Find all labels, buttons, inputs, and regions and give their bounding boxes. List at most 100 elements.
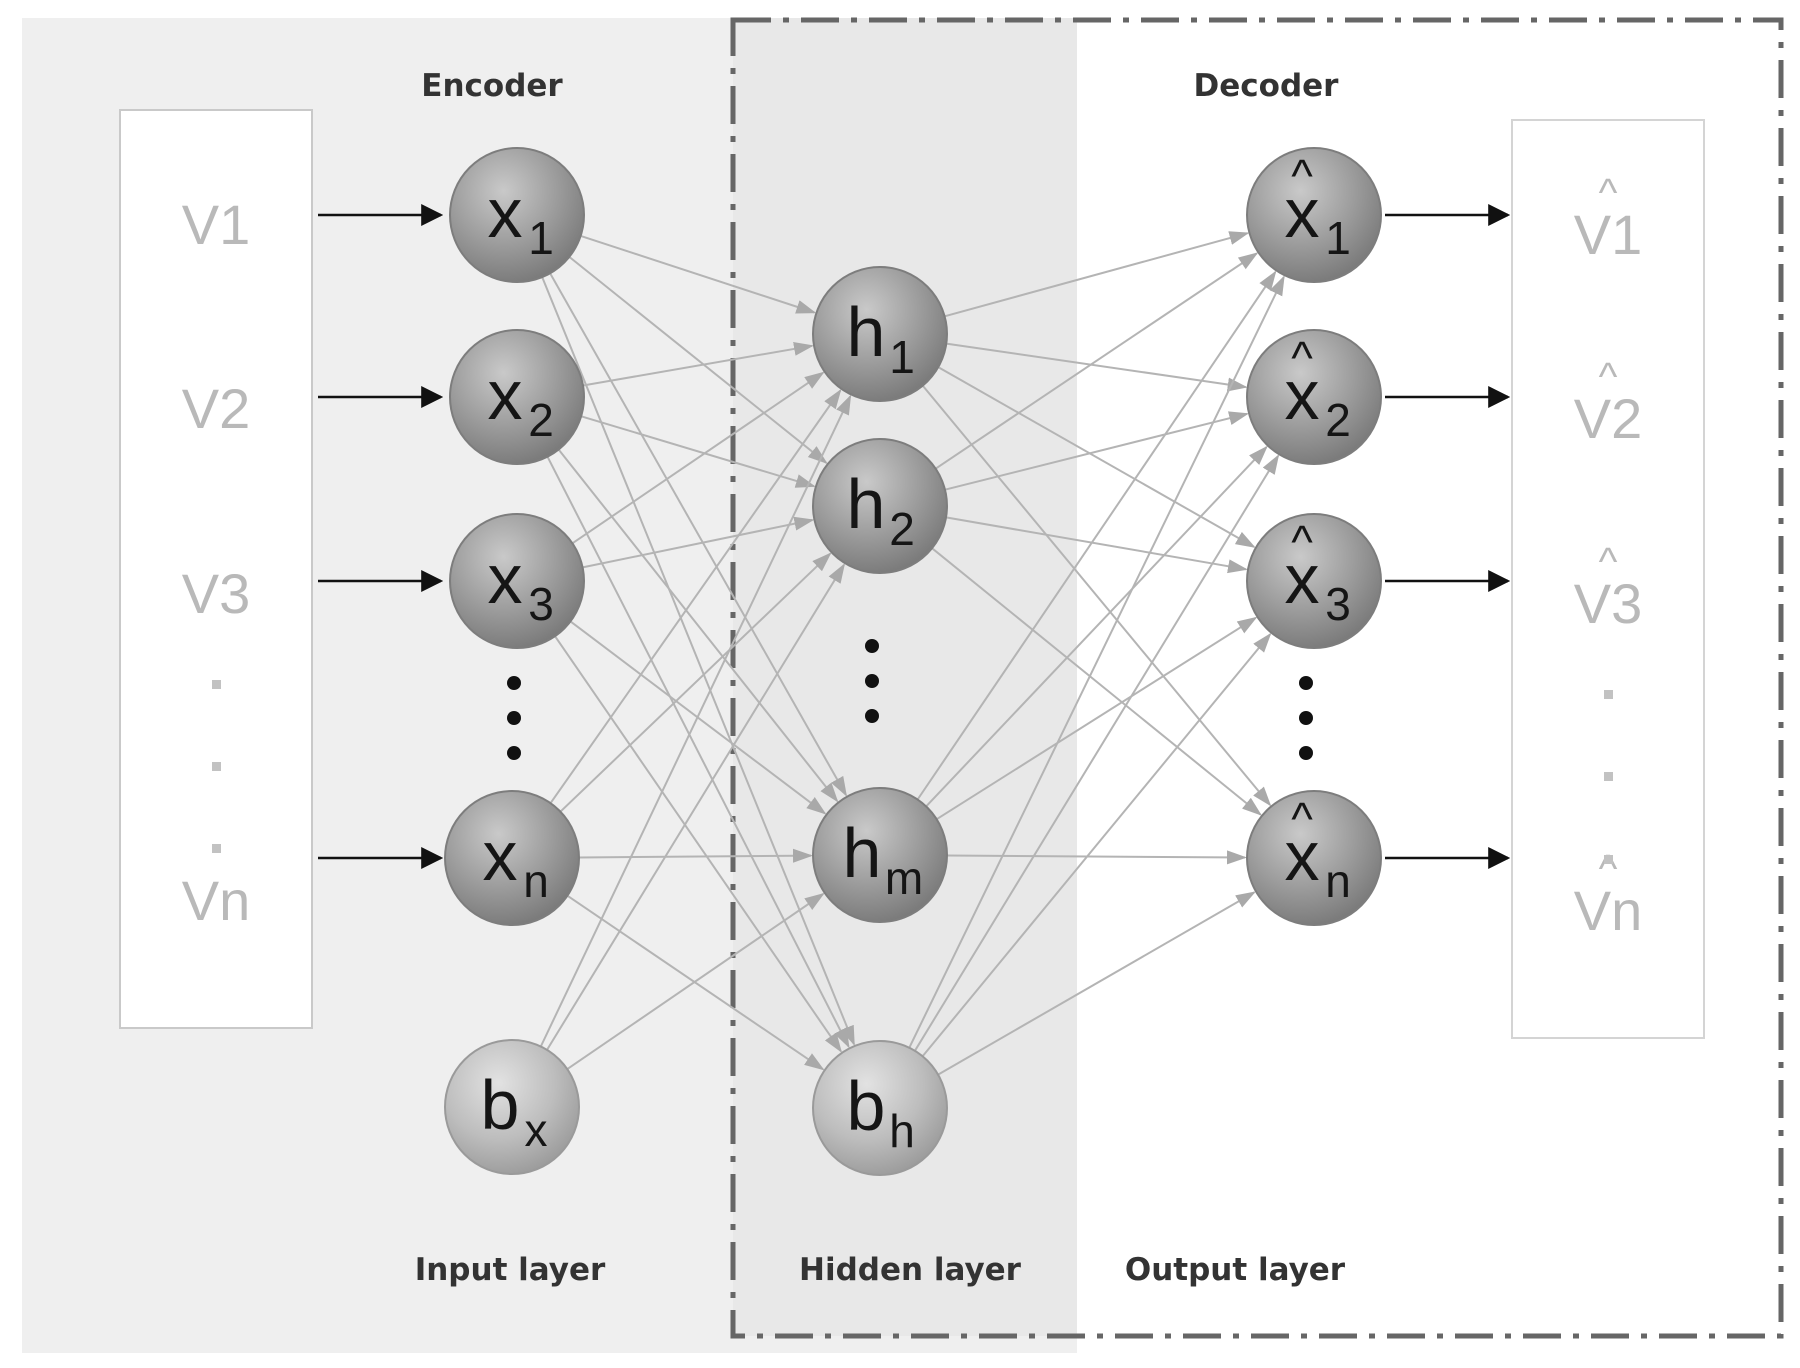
decoder-connection <box>935 252 1259 470</box>
hidden-layer-label: Hidden layer <box>799 1252 1022 1288</box>
svg-text:2: 2 <box>1325 394 1351 446</box>
svg-text:h: h <box>847 293 886 371</box>
decoder-connection <box>944 231 1250 318</box>
output-arrows <box>1385 204 1511 869</box>
decoder-connection <box>908 275 1285 1049</box>
svg-text:n: n <box>523 855 549 907</box>
input-var-ellipsis <box>212 680 221 853</box>
svg-text:V2: V2 <box>1574 387 1643 450</box>
svg-text:^: ^ <box>1291 150 1313 202</box>
encoder-connection <box>566 892 825 1070</box>
svg-text:b: b <box>847 1067 886 1145</box>
svg-text:n: n <box>1325 855 1351 907</box>
decoder-label: Decoder <box>1194 68 1340 104</box>
hidden-node-h1: h 1 <box>812 266 948 402</box>
decoder-connection <box>945 516 1248 574</box>
output-variables-box <box>1511 119 1705 1039</box>
encoder-connection <box>582 516 815 569</box>
encoder-connection <box>554 635 843 1053</box>
output-node-x2-hat: ^ x 2 <box>1246 329 1382 465</box>
svg-text:^: ^ <box>1599 355 1618 399</box>
input-node-x2: x 2 <box>449 329 585 465</box>
decoder-connection <box>921 632 1272 1057</box>
output-var-v2: ^ V2 <box>1574 355 1643 450</box>
decoder-connection <box>946 342 1248 392</box>
svg-text:x: x <box>488 356 523 434</box>
encoder-connection <box>578 848 813 863</box>
output-node-xn-hat: ^ x n <box>1246 790 1382 926</box>
svg-text:1: 1 <box>1325 212 1351 264</box>
svg-text:h: h <box>843 814 882 892</box>
input-variables-box <box>119 109 313 1029</box>
encoder-connection <box>568 256 828 465</box>
encoder-connection <box>539 394 852 1047</box>
svg-text:3: 3 <box>1325 578 1351 630</box>
svg-text:^: ^ <box>1291 793 1313 845</box>
input-var-v2: V2 <box>182 377 251 440</box>
svg-text:^: ^ <box>1291 516 1313 568</box>
output-node-x3-hat: ^ x 3 <box>1246 513 1382 649</box>
input-layer-label: Input layer <box>415 1252 606 1288</box>
input-node-x3: x 3 <box>449 513 585 649</box>
encoder-label: Encoder <box>421 68 563 104</box>
decoder-outline <box>730 17 1784 1339</box>
decoder-connection <box>916 270 1277 801</box>
output-node-x1-hat: ^ x 1 <box>1246 147 1382 283</box>
svg-text:h: h <box>847 465 886 543</box>
encoder-connection <box>546 563 846 1051</box>
encoder-connection <box>582 341 814 387</box>
svg-text:1: 1 <box>528 212 554 264</box>
encoder-connection <box>549 272 847 797</box>
output-var-v1: ^ V1 <box>1574 171 1643 266</box>
decoder-connection <box>921 384 1272 807</box>
svg-text:x: x <box>1285 817 1320 895</box>
svg-text:x: x <box>1285 356 1320 434</box>
decoder-connection <box>936 616 1258 821</box>
decoder-connection <box>946 850 1247 865</box>
svg-text:x: x <box>488 540 523 618</box>
connection-lines <box>539 231 1285 1076</box>
hidden-bias-bh: b h <box>812 1040 948 1176</box>
svg-text:b: b <box>481 1066 520 1144</box>
hidden-node-hm: h m <box>812 787 948 923</box>
hidden-node-ellipsis <box>865 639 879 723</box>
output-var-ellipsis <box>1604 690 1613 864</box>
output-var-vn: ^ Vn <box>1574 847 1643 942</box>
encoder-connection <box>549 388 842 804</box>
svg-text:1: 1 <box>889 331 915 383</box>
svg-text:^: ^ <box>1291 332 1313 384</box>
input-node-xn: x n <box>444 790 580 926</box>
svg-text:x: x <box>483 817 518 895</box>
decoder-connection <box>914 454 1280 1052</box>
svg-text:^: ^ <box>1599 171 1618 215</box>
svg-text:x: x <box>1285 174 1320 252</box>
svg-text:Vn: Vn <box>1574 879 1643 942</box>
decoder-connection <box>937 891 1256 1076</box>
input-node-ellipsis <box>507 676 521 760</box>
hidden-node-h2: h 2 <box>812 438 948 574</box>
svg-text:^: ^ <box>1599 540 1618 584</box>
decoder-connection <box>925 445 1268 808</box>
svg-text:2: 2 <box>528 394 554 446</box>
input-var-vn: Vn <box>182 869 251 932</box>
encoder-connection <box>541 276 855 1046</box>
encoder-connection <box>580 234 817 314</box>
output-var-v3: ^ V3 <box>1574 540 1643 635</box>
input-var-v1: V1 <box>182 193 251 256</box>
output-node-ellipsis <box>1299 676 1313 760</box>
input-bias-bx: b x <box>444 1039 580 1175</box>
svg-text:x: x <box>525 1104 548 1156</box>
svg-text:x: x <box>1285 540 1320 618</box>
encoder-connection <box>559 552 832 813</box>
svg-text:3: 3 <box>528 578 554 630</box>
svg-text:V1: V1 <box>1574 203 1643 266</box>
encoder-connection <box>580 415 816 488</box>
svg-text:m: m <box>885 852 923 904</box>
output-layer-label: Output layer <box>1125 1252 1346 1288</box>
decoder-connection <box>931 547 1262 816</box>
svg-text:x: x <box>488 174 523 252</box>
input-arrows <box>318 204 444 869</box>
decoder-connection <box>944 411 1250 491</box>
svg-text:V3: V3 <box>1574 572 1643 635</box>
